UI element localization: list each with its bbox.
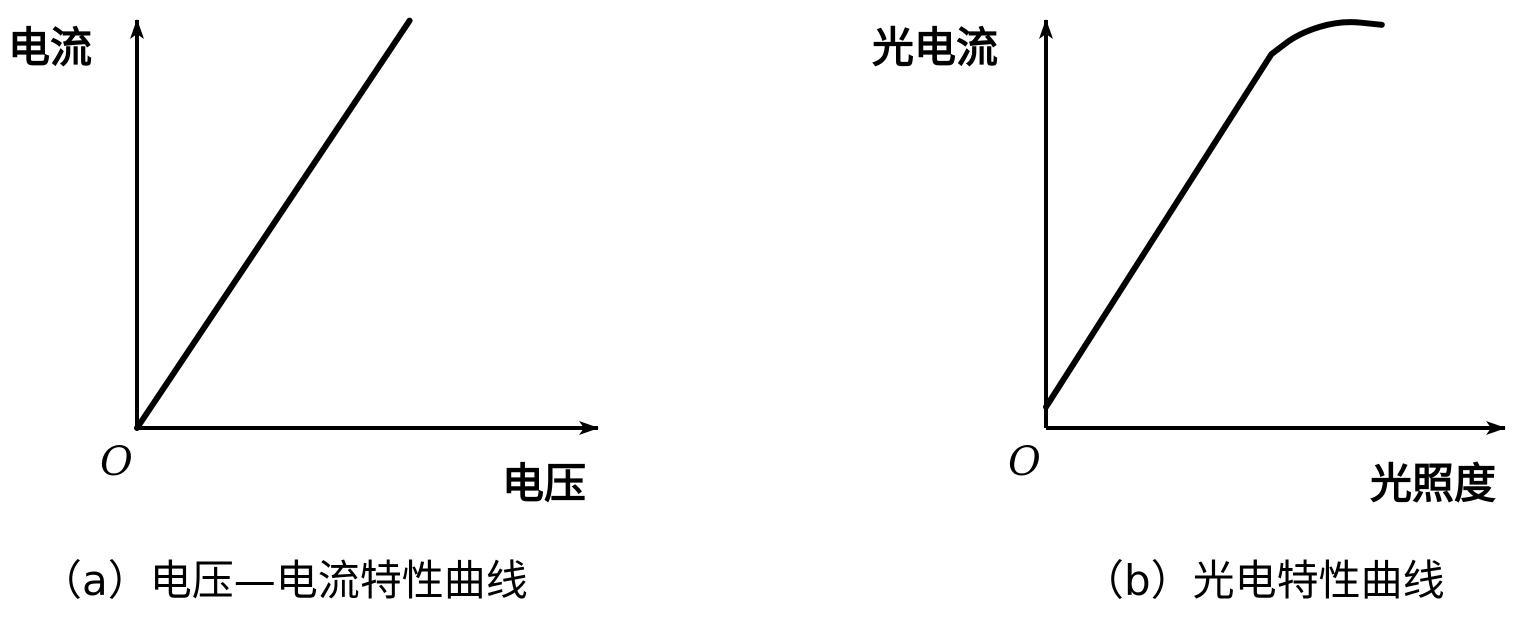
chart-a-origin-label: O bbox=[100, 439, 133, 485]
chart-b-x-label: 光照度 bbox=[1370, 459, 1496, 508]
chart-a-x-label: 电压 bbox=[502, 459, 586, 508]
chart-a-caption: （a）电压—电流特性曲线 bbox=[40, 556, 528, 605]
chart-b: 光电流 光照度 O （b）光电特性曲线 bbox=[872, 19, 1506, 605]
chart-b-series-line bbox=[1043, 19, 1385, 410]
chart-b-origin-label: O bbox=[1008, 439, 1041, 485]
chart-a: 电流 电压 O （a）电压—电流特性曲线 bbox=[8, 17, 599, 605]
chart-b-caption: （b）光电特性曲线 bbox=[1082, 556, 1445, 605]
chart-a-y-label: 电流 bbox=[8, 23, 92, 72]
chart-b-y-label: 光电流 bbox=[872, 23, 998, 72]
chart-a-series-line bbox=[134, 17, 413, 431]
